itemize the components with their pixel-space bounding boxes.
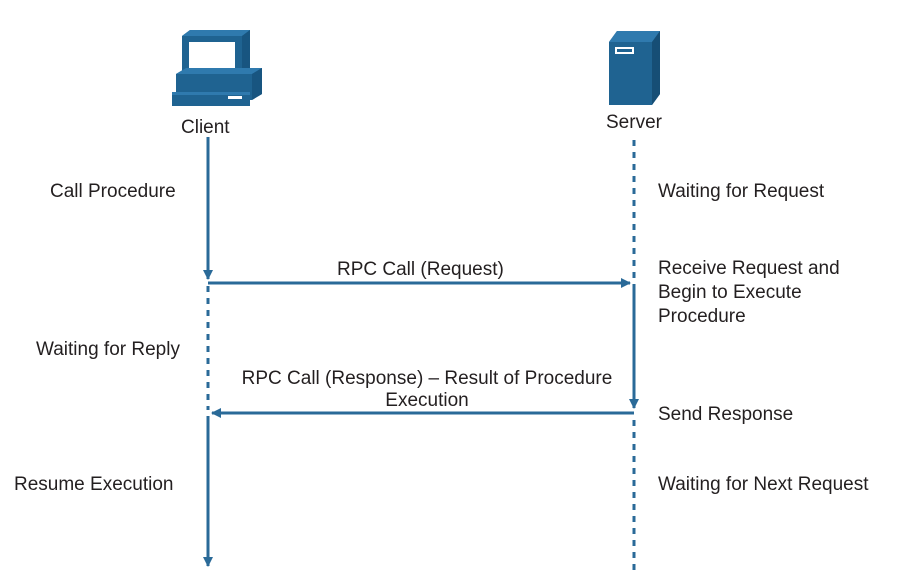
server-step-waiting-for-request: Waiting for Request (658, 181, 825, 202)
computer-icon (172, 30, 262, 106)
client-step-call-procedure: Call Procedure (50, 181, 176, 202)
server-step-send-response: Send Response (658, 404, 794, 425)
server-step-receive-request-line-1: Receive Request and (658, 258, 840, 279)
server-icon (609, 31, 660, 105)
server-step-receive-request-line-3: Procedure (658, 306, 746, 327)
request-message-label: RPC Call (Request) (337, 259, 504, 280)
response-message-label: RPC Call (Response) – Result of Procedur… (222, 368, 632, 412)
client-step-resume-execution: Resume Execution (14, 474, 174, 495)
response-message-label-line-1: RPC Call (Response) – Result of Procedur… (241, 368, 613, 389)
server-step-receive-request: Receive Request and Begin to Execute Pro… (658, 257, 840, 329)
client-label: Client (181, 117, 230, 138)
server-label: Server (606, 112, 662, 133)
client-step-waiting-for-reply: Waiting for Reply (36, 339, 180, 360)
response-message-label-line-2: Execution (385, 390, 469, 411)
server-step-receive-request-line-2: Begin to Execute (658, 282, 802, 303)
server-step-waiting-for-next-request: Waiting for Next Request (658, 474, 869, 495)
